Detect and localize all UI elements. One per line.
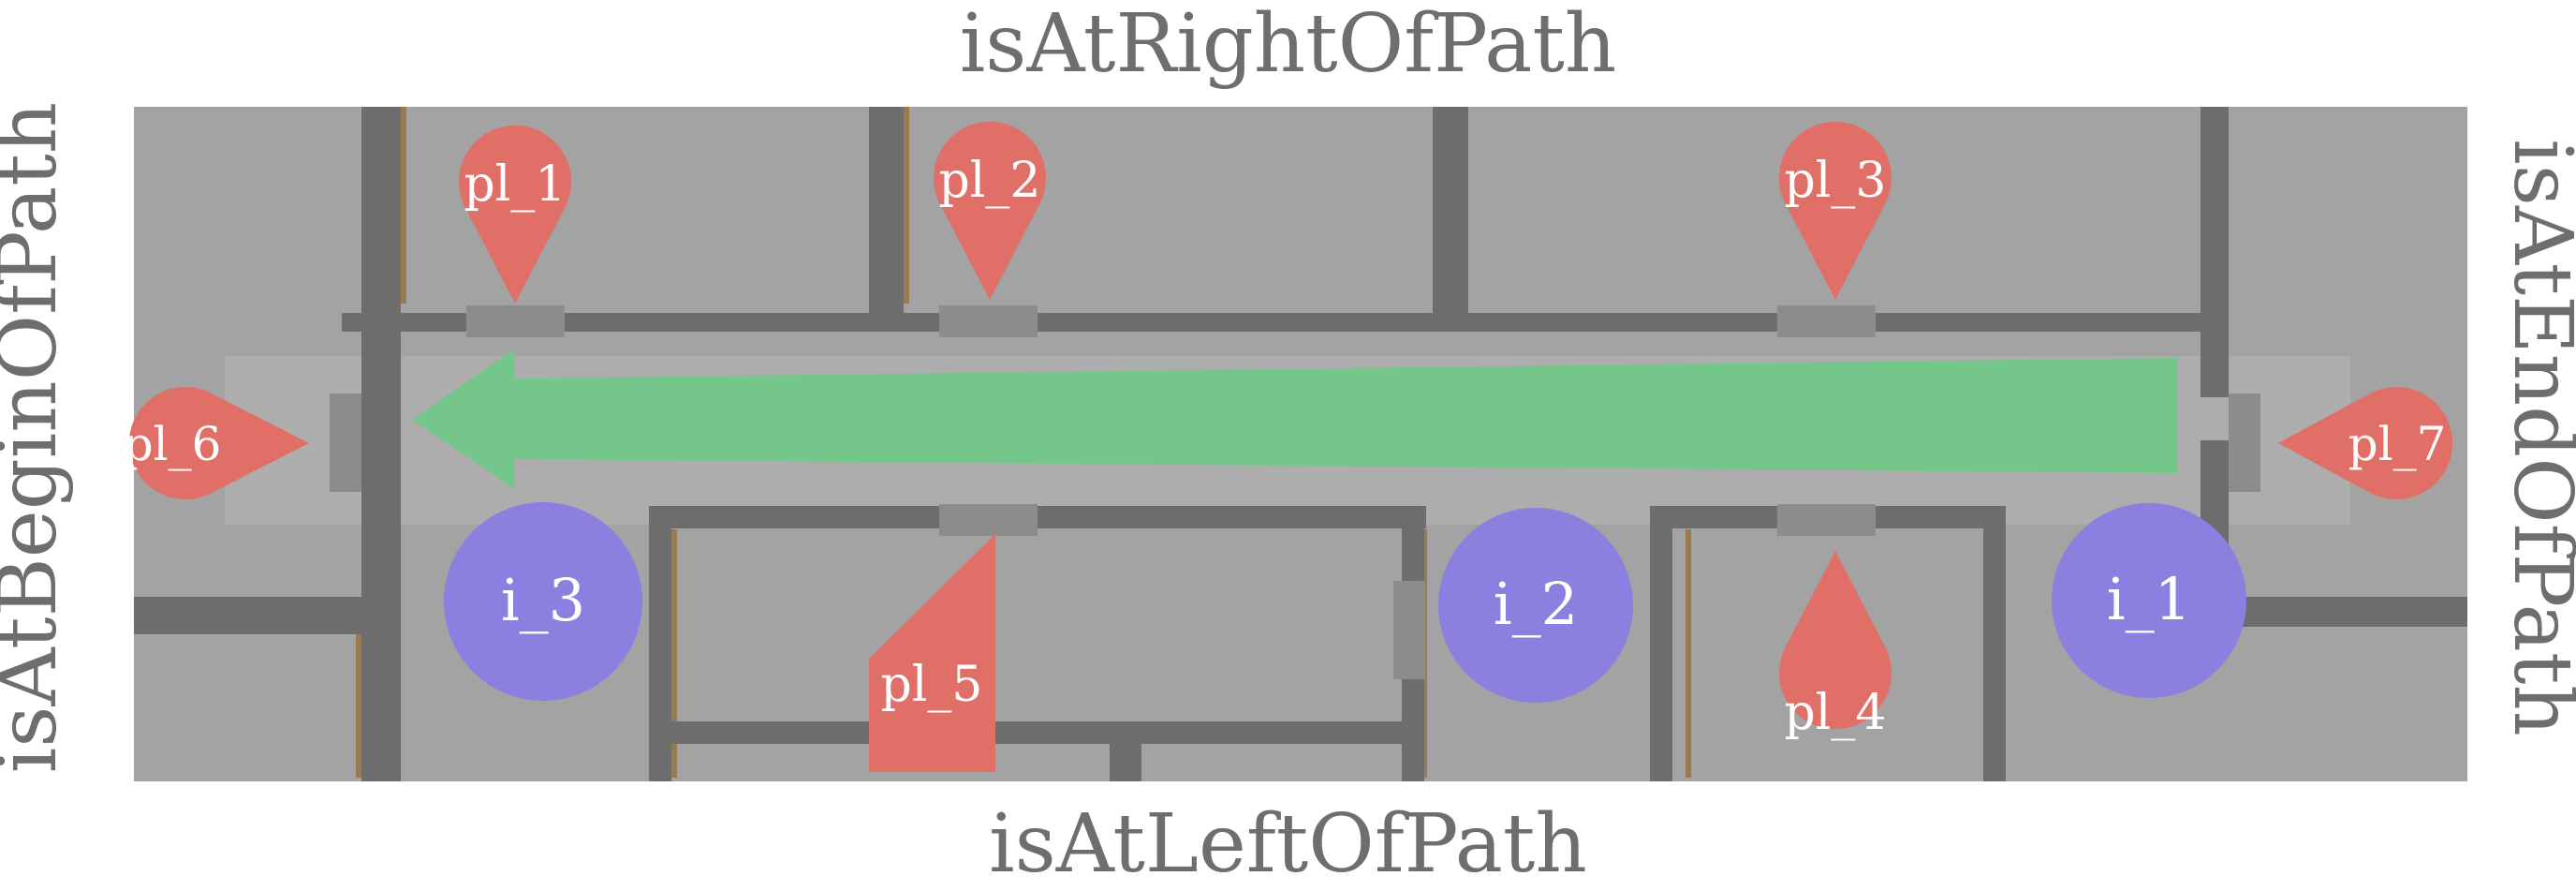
pl-1-label: pl_1 (464, 156, 566, 213)
door-pl-6 (330, 394, 361, 492)
right-of-path-label: isAtRightOfPath (959, 0, 1617, 91)
left-of-path-label: isAtLeftOfPath (989, 797, 1587, 891)
pl-4-label: pl_4 (1784, 685, 1886, 741)
door-i-2 (1393, 581, 1425, 679)
pl-1-marker: pl_1 (459, 125, 571, 304)
i-2-label: i_2 (1494, 570, 1578, 638)
path-arrow (412, 349, 2177, 489)
i-1-marker: i_1 (2052, 503, 2246, 698)
walls (134, 107, 2467, 781)
pl-6-marker: pl_6 (124, 387, 309, 500)
i-2-marker: i_2 (1438, 508, 1633, 703)
pl-3-marker: pl_3 (1779, 121, 1892, 300)
door-pl-5 (939, 504, 1038, 536)
pl-7-marker: pl_7 (2278, 387, 2453, 500)
door-pl-1 (466, 305, 565, 337)
i-3-label: i_3 (501, 566, 585, 634)
doors (330, 305, 2260, 679)
pl-2-marker: pl_2 (934, 121, 1046, 300)
door-pl-3 (1777, 305, 1876, 337)
pl-5-marker: pl_5 (869, 534, 995, 772)
pl-5-label: pl_5 (880, 657, 982, 713)
pl-7-label: pl_7 (2348, 417, 2447, 471)
door-pl-4 (1777, 504, 1876, 536)
i-3-marker: i_3 (444, 502, 642, 701)
pl-6-label: pl_6 (124, 417, 222, 471)
door-pl-7 (2229, 394, 2260, 492)
i-1-label: i_1 (2107, 565, 2191, 633)
pl-4-marker: pl_4 (1779, 551, 1892, 741)
pl-2-label: pl_2 (938, 153, 1040, 209)
pl-3-label: pl_3 (1784, 153, 1886, 209)
door-pl-2 (939, 305, 1038, 337)
